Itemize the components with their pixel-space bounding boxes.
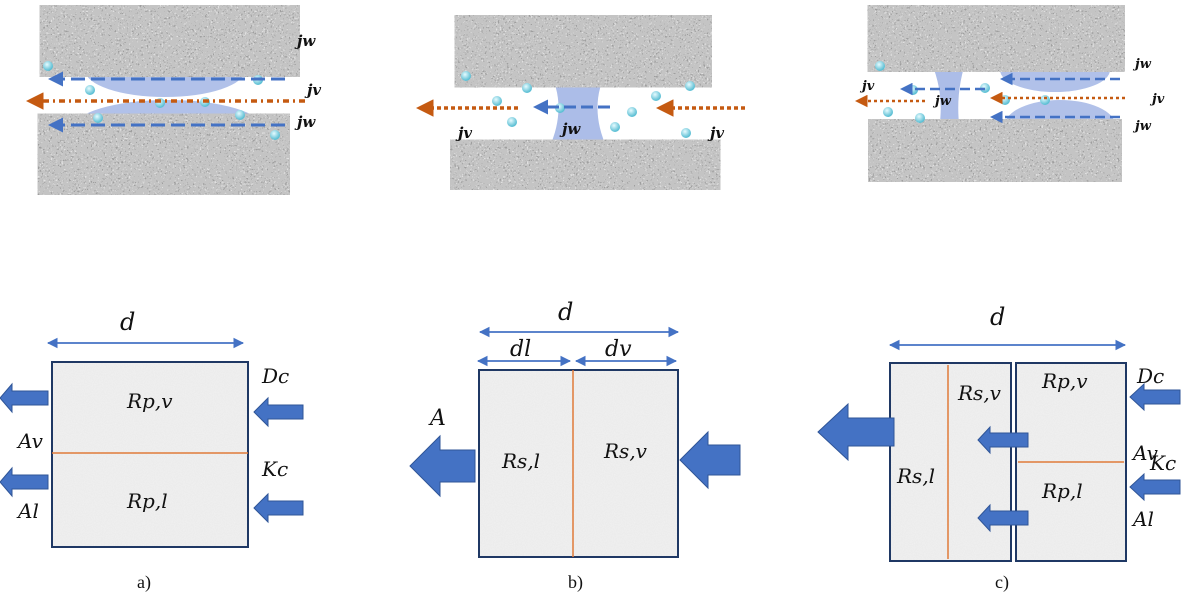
outflow-arrow-bottom-a <box>0 466 49 498</box>
box-c-left <box>889 362 1012 562</box>
label-rpv-c: Rp,v <box>1041 369 1088 393</box>
label-jv-right-b: jv <box>707 124 724 142</box>
label-jw-top-c: jw <box>1132 57 1152 72</box>
internal-arrow-bottom-c <box>977 503 1029 533</box>
inflow-arrow-top-c <box>1129 382 1181 412</box>
label-av-a: Av <box>16 429 44 453</box>
label-a-b: A <box>428 406 446 431</box>
vapour-particle <box>627 107 637 117</box>
vapour-particle <box>270 130 280 140</box>
vapour-particle <box>915 113 925 123</box>
label-d-b: d <box>558 298 573 326</box>
caption-b: b) <box>568 572 583 593</box>
vapour-particle <box>1040 95 1050 105</box>
vapour-particle <box>43 61 53 71</box>
label-al-a: Al <box>16 499 39 523</box>
vapour-particle <box>235 110 245 120</box>
outflow-arrow-b <box>409 434 476 498</box>
label-rsl-c: Rs,l <box>896 464 935 488</box>
label-rpl-a: Rp,l <box>126 489 168 513</box>
label-rsv-c: Rs,v <box>957 381 1002 405</box>
label-jw-b: jw <box>559 120 581 138</box>
label-kc-c: Kc <box>1149 451 1176 475</box>
inflow-arrow-b <box>679 430 741 490</box>
vapour-particle <box>875 61 885 71</box>
panel-c-particles <box>875 61 1050 123</box>
label-jv-a: jv <box>304 81 321 99</box>
vapour-particle <box>461 71 471 81</box>
label-d-c: d <box>990 303 1005 331</box>
panel-c-grains <box>867 5 1125 182</box>
grain-a-bottom <box>37 113 290 195</box>
label-al-c: Al <box>1131 507 1154 531</box>
vapour-particle <box>610 122 620 132</box>
vapour-particle <box>1000 95 1010 105</box>
grain-a-top <box>39 5 300 77</box>
label-rpl-c: Rp,l <box>1041 479 1083 503</box>
label-jw-bottom-c: jw <box>1132 119 1152 134</box>
vapour-particle <box>85 85 95 95</box>
inflow-arrow-bottom-c <box>1129 472 1181 502</box>
vapour-particle <box>522 83 532 93</box>
label-av-c: Av <box>1131 441 1159 465</box>
resistance-box-b: d dl dv Rs,l Rs,v A <box>409 298 741 558</box>
caption-a: a) <box>137 572 151 593</box>
internal-arrow-top-c <box>977 425 1029 455</box>
outflow-arrow-c <box>817 402 895 462</box>
grain-c-top <box>867 5 1125 72</box>
label-jw-bottom-a: jw <box>294 113 316 131</box>
panel-b-flux-arrows <box>416 99 745 117</box>
panel-a-flux-arrows <box>26 71 305 133</box>
label-jv-right-c: jv <box>1149 92 1165 107</box>
label-jw-top-a: jw <box>294 32 316 50</box>
water-bridge-b <box>548 70 608 150</box>
vapour-particle <box>681 128 691 138</box>
label-jv-left-b: jv <box>455 124 472 142</box>
vapour-particle <box>507 117 517 127</box>
box-a <box>51 361 249 548</box>
label-dv-b: dv <box>605 337 632 362</box>
box-b <box>478 369 679 558</box>
label-dc-c: Dc <box>1136 364 1164 388</box>
label-jw-mid-c: jw <box>932 94 952 109</box>
label-rpv-a: Rp,v <box>126 389 173 413</box>
panel-a-grains <box>37 5 300 195</box>
inflow-arrow-top-a <box>253 396 304 428</box>
label-jv-left-c: jv <box>859 79 875 94</box>
grain-b-top <box>454 15 712 88</box>
vapour-particle <box>883 107 893 117</box>
caption-c: c) <box>995 572 1009 593</box>
panel-c-flux-arrows <box>855 72 1125 124</box>
resistance-box-c: d Rs,l Rs,v Rp,v Rp,l Dc Kc Av Al <box>817 303 1181 562</box>
grain-c-bottom <box>868 119 1122 182</box>
label-rsl-b: Rs,l <box>501 449 540 473</box>
vapour-particle <box>685 81 695 91</box>
panel-b-grains <box>450 15 721 190</box>
label-d-a: d <box>120 308 135 336</box>
outflow-arrow-top-a <box>0 382 49 414</box>
vapour-particle <box>651 91 661 101</box>
resistance-box-a: d Rp,v Rp,l Dc Kc Av Al <box>0 308 304 548</box>
label-dl-b: dl <box>510 337 531 362</box>
grain-b-bottom <box>450 139 721 190</box>
label-dc-a: Dc <box>261 364 289 388</box>
label-kc-a: Kc <box>261 457 288 481</box>
inflow-arrow-bottom-a <box>253 492 304 524</box>
label-rsv-b: Rs,v <box>603 439 648 463</box>
vapour-particle <box>492 96 502 106</box>
vapour-particle <box>93 113 103 123</box>
